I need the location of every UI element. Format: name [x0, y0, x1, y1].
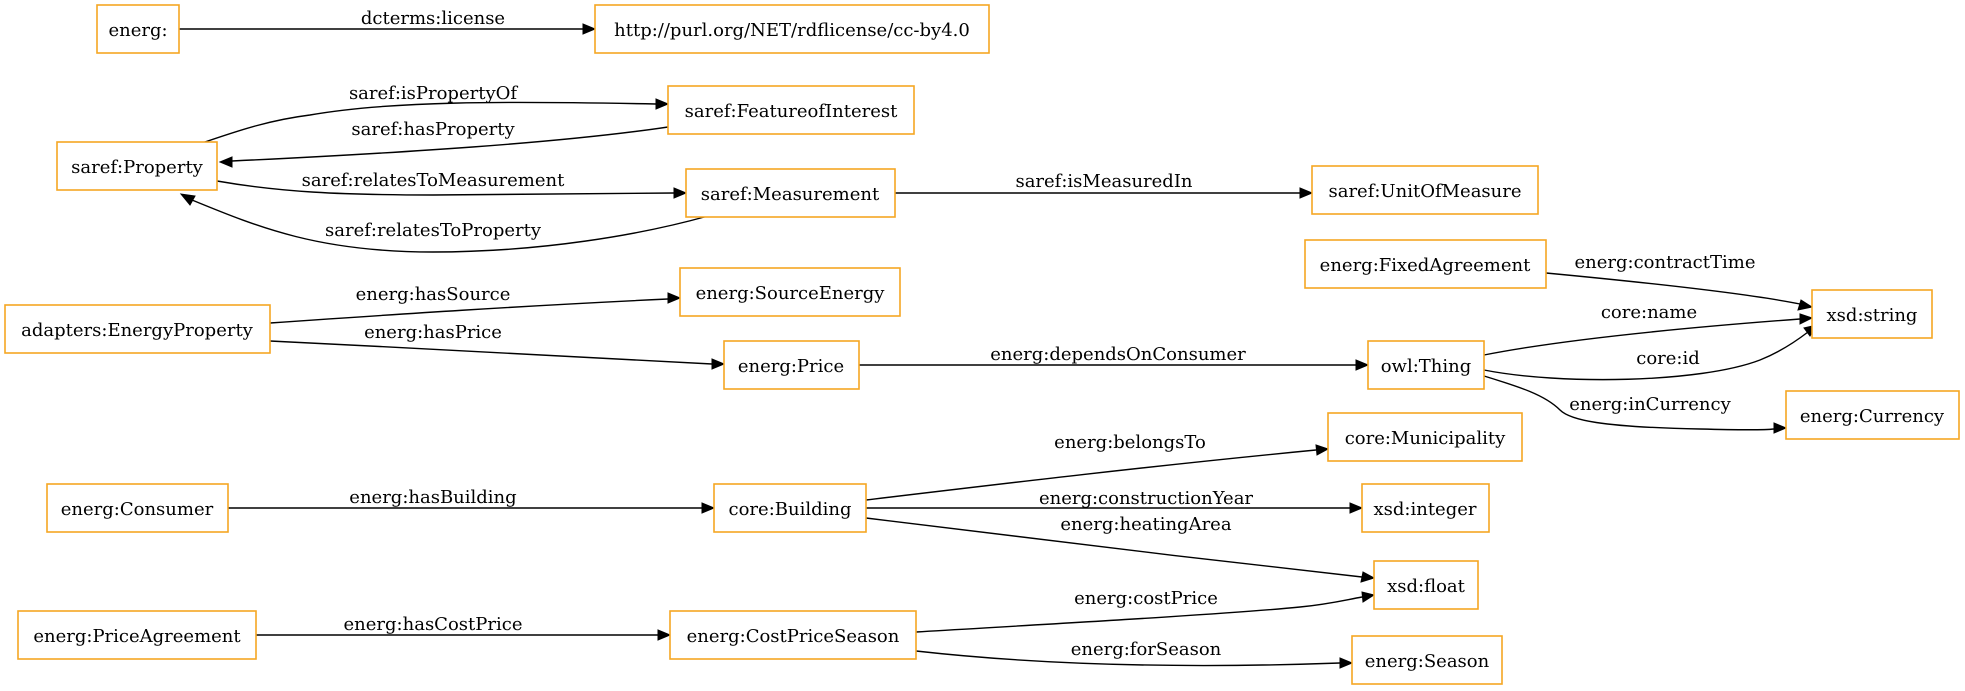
node-label-core-building: core:Building — [729, 499, 852, 520]
edge-belongs-to: energ:belongsTo — [865, 432, 1330, 501]
node-label-energ-currency: energ:Currency — [1800, 406, 1945, 427]
node-xsd-integer: xsd:integer — [1361, 483, 1490, 533]
edge-label-has-price: energ:hasPrice — [364, 322, 502, 343]
node-label-energ-price: energ:Price — [738, 356, 844, 377]
node-owl-thing: owl:Thing — [1367, 340, 1485, 390]
node-energ-priceagreement: energ:PriceAgreement — [17, 610, 257, 660]
edge-label-is-property-of: saref:isPropertyOf — [349, 83, 518, 104]
edge-label-has-source: energ:hasSource — [356, 284, 511, 305]
node-energ-fixedagreement: energ:FixedAgreement — [1304, 239, 1547, 289]
edge-label-construction-year: energ:constructionYear — [1039, 488, 1253, 509]
node-label-energ-fixedagreement: energ:FixedAgreement — [1320, 255, 1531, 276]
edge-dcterms-license: dcterms:license — [179, 8, 597, 35]
edge-has-building: energ:hasBuilding — [228, 487, 716, 514]
node-saref-unitofmeasure: saref:UnitOfMeasure — [1311, 165, 1539, 215]
edge-relates-to-property: saref:relatesToProperty — [179, 193, 709, 253]
node-saref-property: saref:Property — [56, 141, 218, 191]
node-label-energ-consumer: energ:Consumer — [61, 499, 214, 520]
edge-label-relates-to-measurement: saref:relatesToMeasurement — [302, 170, 565, 191]
node-label-energ-season: energ:Season — [1365, 651, 1490, 672]
edge-has-source: energ:hasSource — [269, 284, 682, 324]
node-energ-costpriceseason: energ:CostPriceSeason — [669, 610, 917, 660]
edge-in-currency: energ:inCurrency — [1483, 375, 1788, 434]
node-label-saref-unitofmeasure: saref:UnitOfMeasure — [1328, 181, 1521, 202]
edge-depends-on-consumer: energ:dependsOnConsumer — [859, 344, 1370, 371]
node-xsd-string: xsd:string — [1811, 289, 1933, 339]
node-label-saref-featureofinterest: saref:FeatureofInterest — [685, 101, 899, 122]
edge-label-contract-time: energ:contractTime — [1575, 252, 1756, 273]
node-core-municipality: core:Municipality — [1327, 412, 1523, 462]
edge-is-property-of: saref:isPropertyOf — [201, 83, 670, 144]
edge-construction-year: energ:constructionYear — [866, 488, 1364, 514]
node-energ-consumer: energ:Consumer — [46, 483, 229, 533]
edge-has-price: energ:hasPrice — [269, 322, 726, 370]
node-saref-featureofinterest: saref:FeatureofInterest — [667, 85, 915, 135]
edge-is-measured-in: saref:isMeasuredIn — [895, 171, 1314, 199]
edge-for-season: energ:forSeason — [915, 639, 1354, 669]
node-label-license: http://purl.org/NET/rdflicense/cc-by4.0 — [614, 20, 970, 41]
node-energ-sourceenergy: energ:SourceEnergy — [679, 267, 901, 317]
node-label-energ-sourceenergy: energ:SourceEnergy — [696, 283, 886, 304]
edge-label-relates-to-property: saref:relatesToProperty — [325, 220, 542, 241]
edge-has-property: saref:hasProperty — [218, 119, 669, 168]
edge-label-has-property: saref:hasProperty — [351, 119, 515, 140]
edge-label-core-name: core:name — [1601, 302, 1697, 323]
node-label-energ-priceagreement: energ:PriceAgreement — [33, 626, 241, 647]
node-core-building: core:Building — [713, 483, 867, 533]
node-label-energ: energ: — [108, 20, 167, 41]
node-energ-price: energ:Price — [723, 340, 860, 390]
edge-relates-to-measurement: saref:relatesToMeasurement — [216, 170, 688, 199]
node-label-xsd-integer: xsd:integer — [1374, 499, 1477, 520]
node-adapters-energyproperty: adapters:EnergyProperty — [4, 304, 271, 354]
edge-label-cost-price: energ:costPrice — [1074, 588, 1218, 609]
edge-label-is-measured-in: saref:isMeasuredIn — [1015, 171, 1192, 192]
edge-label-core-id: core:id — [1636, 348, 1700, 369]
edge-label-for-season: energ:forSeason — [1071, 639, 1222, 660]
node-saref-measurement: saref:Measurement — [685, 168, 896, 218]
node-energ-season: energ:Season — [1351, 635, 1503, 685]
node-label-saref-property: saref:Property — [71, 157, 204, 178]
edge-label-depends-on-consumer: energ:dependsOnConsumer — [990, 344, 1246, 365]
node-label-xsd-float: xsd:float — [1387, 576, 1466, 597]
node-xsd-float: xsd:float — [1373, 560, 1479, 610]
node-label-saref-measurement: saref:Measurement — [701, 184, 880, 205]
node-label-xsd-string: xsd:string — [1827, 305, 1918, 326]
node-label-adapters-energyproperty: adapters:EnergyProperty — [21, 320, 254, 341]
edge-core-id: core:id — [1483, 324, 1819, 381]
node-energ: energ: — [96, 4, 180, 54]
node-label-energ-costpriceseason: energ:CostPriceSeason — [687, 626, 900, 647]
edge-contract-time: energ:contractTime — [1545, 252, 1814, 311]
edge-label-belongs-to: energ:belongsTo — [1054, 432, 1206, 453]
edge-label-heating-area: energ:heatingArea — [1060, 514, 1231, 535]
edge-label-has-cost-price: energ:hasCostPrice — [344, 614, 523, 635]
node-license: http://purl.org/NET/rdflicense/cc-by4.0 — [594, 4, 990, 54]
edge-has-cost-price: energ:hasCostPrice — [256, 614, 672, 641]
node-energ-currency: energ:Currency — [1785, 390, 1960, 440]
node-label-owl-thing: owl:Thing — [1381, 356, 1472, 377]
edge-label-has-building: energ:hasBuilding — [349, 487, 516, 508]
edge-label-dcterms-license: dcterms:license — [361, 8, 505, 29]
edge-cost-price: energ:costPrice — [915, 588, 1376, 633]
edge-heating-area: energ:heatingArea — [865, 514, 1376, 583]
edge-core-name: core:name — [1483, 302, 1814, 356]
node-label-core-municipality: core:Municipality — [1345, 428, 1506, 449]
edge-label-in-currency: energ:inCurrency — [1569, 394, 1731, 415]
